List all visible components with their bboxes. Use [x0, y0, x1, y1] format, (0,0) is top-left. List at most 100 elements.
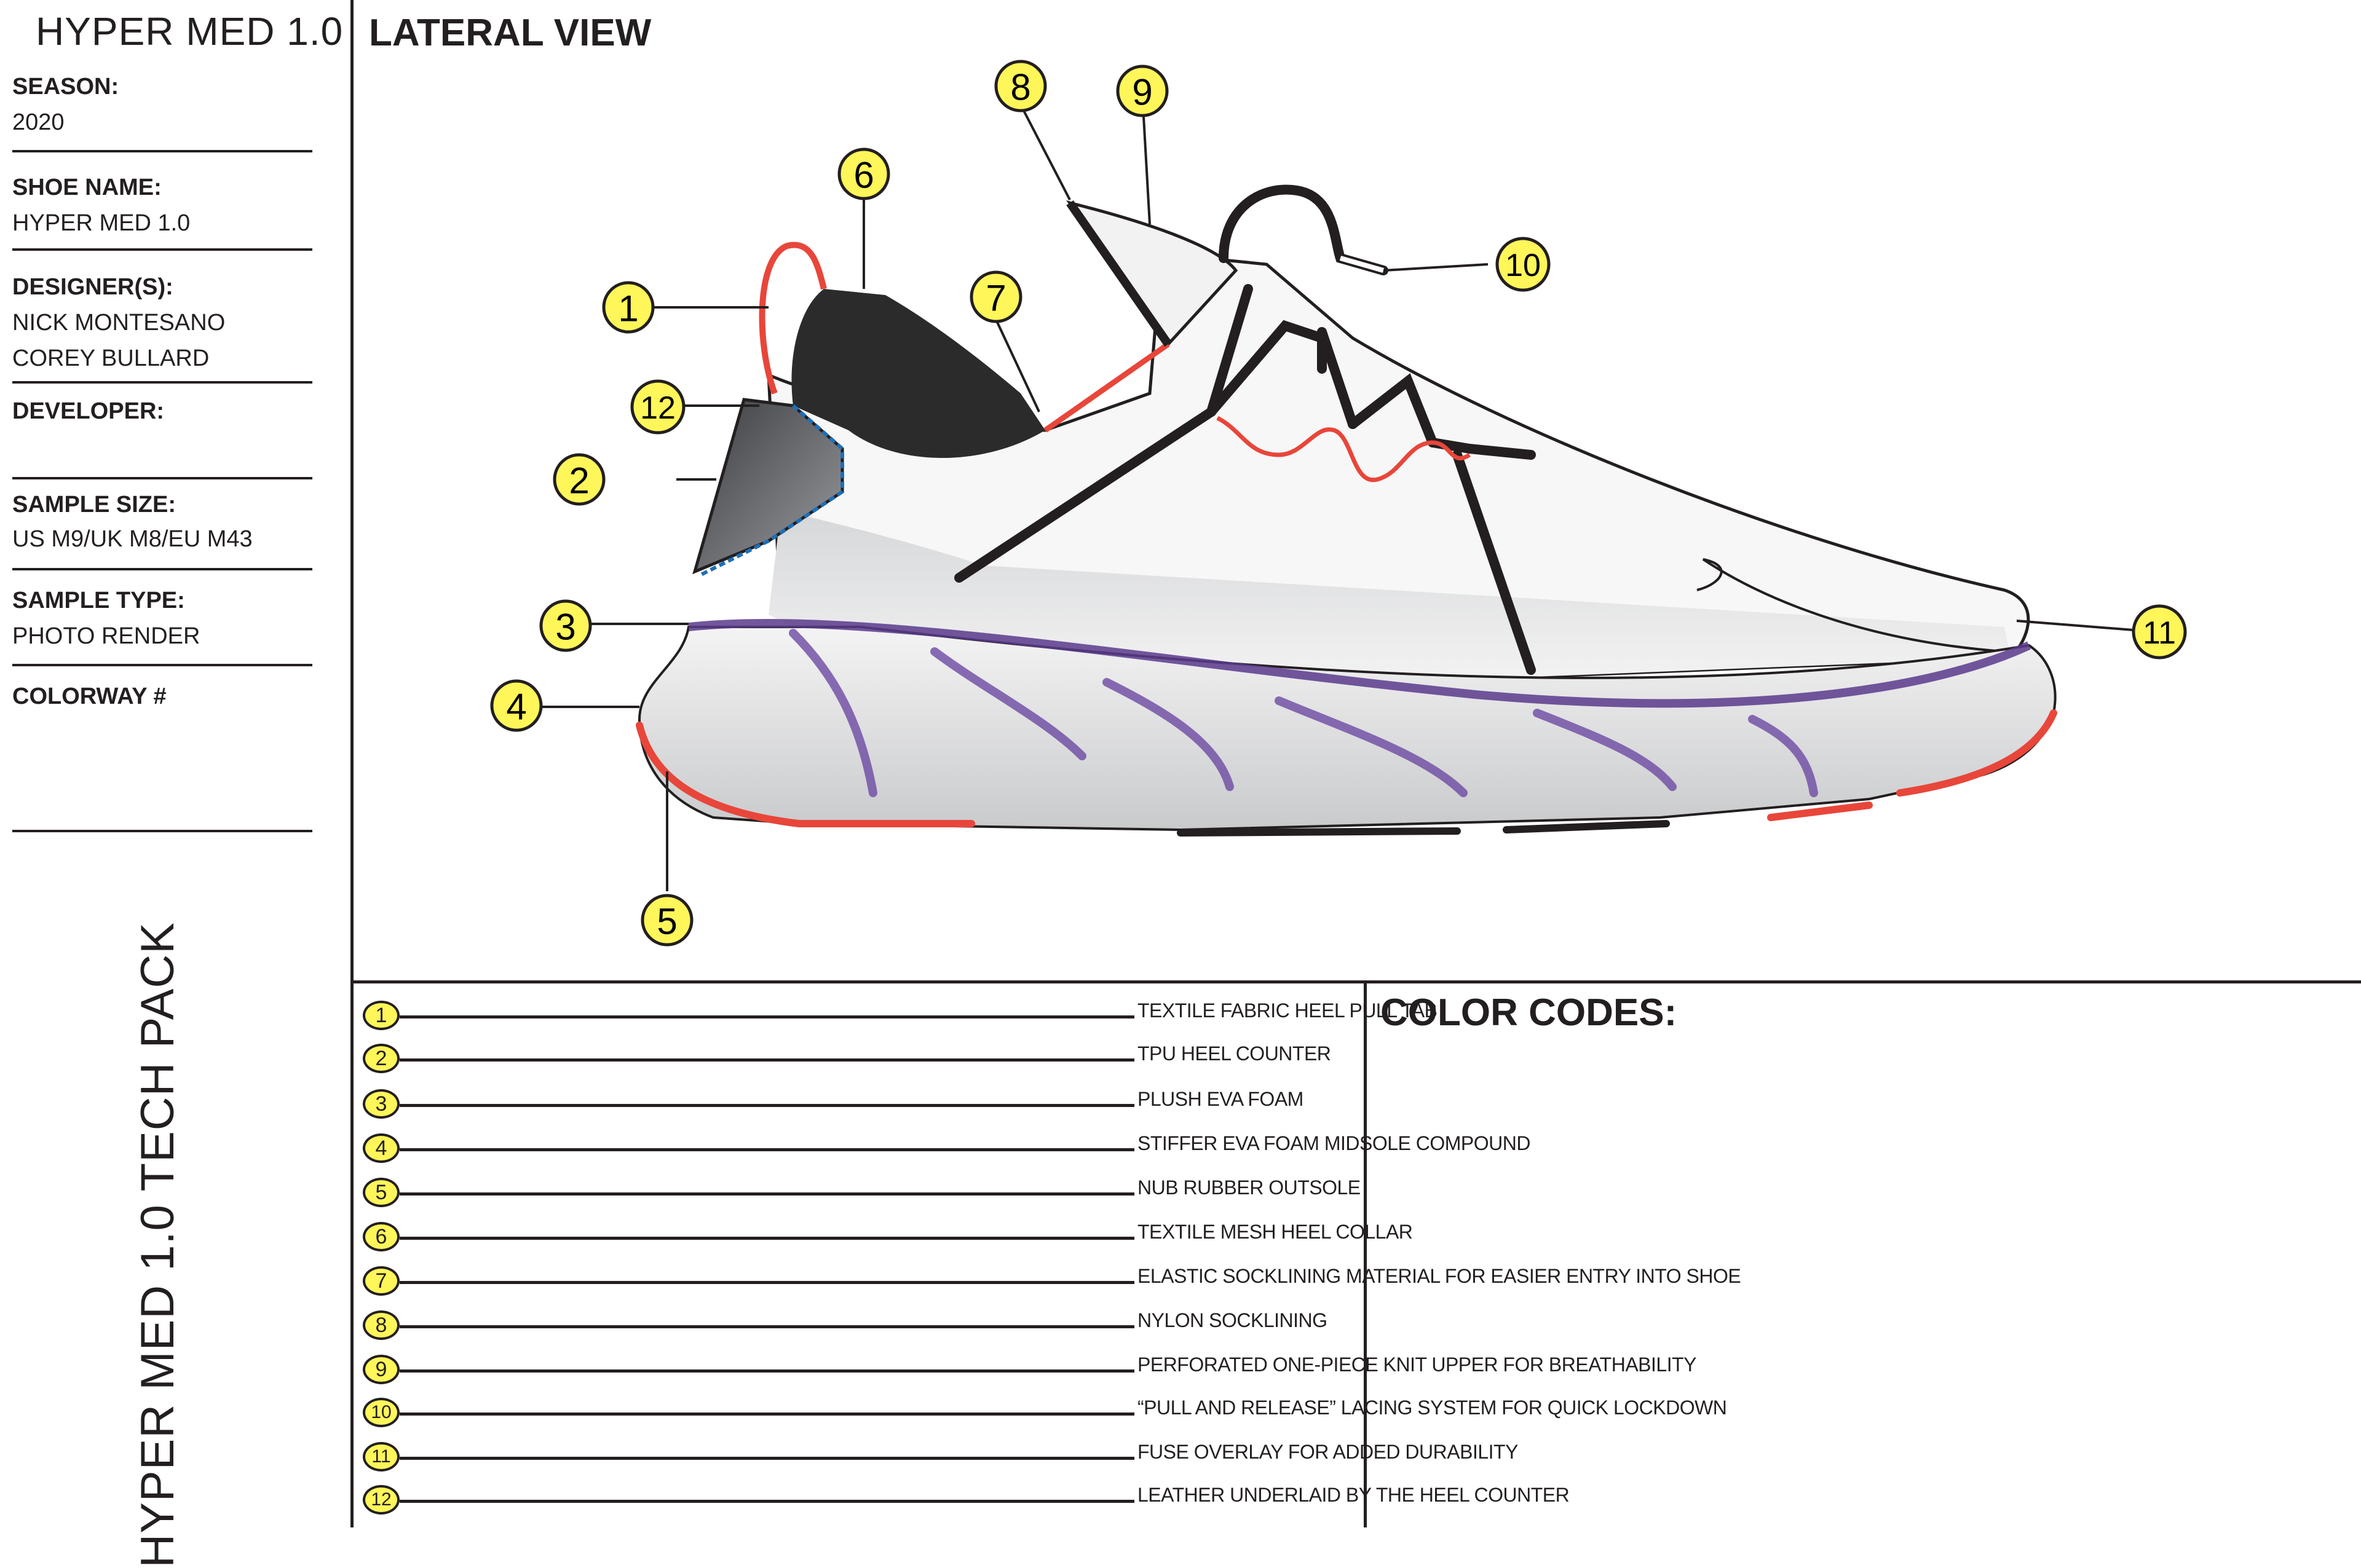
- legend-item: 9 PERFORATED ONE-PIECE KNIT UPPER FOR BR…: [363, 1351, 1696, 1394]
- legend-badge: 7: [363, 1266, 400, 1296]
- tech-pack-title: HYPER MED 1.0 TECH PACK: [132, 922, 184, 1568]
- legend-item: 8 NYLON SOCKLINING: [363, 1307, 1347, 1350]
- designers-label: DESIGNER(S):: [12, 274, 173, 300]
- callout-6: 6: [853, 155, 874, 196]
- legend-badge: 6: [363, 1222, 400, 1251]
- legend-leader: [400, 1015, 1134, 1018]
- legend-leader: [400, 1192, 1134, 1196]
- callout-11-badge: 11: [2132, 604, 2187, 660]
- legend-leader: [400, 1369, 1134, 1373]
- sidebar-divider: [350, 0, 354, 1527]
- field-rule: [12, 830, 312, 832]
- callout-3: 3: [555, 607, 575, 648]
- callout-10: 10: [1505, 248, 1541, 283]
- legend-badge: 5: [363, 1178, 400, 1207]
- legend-text: PLUSH EVA FOAM: [1137, 1088, 1303, 1110]
- legend-text: TPU HEEL COUNTER: [1137, 1042, 1331, 1065]
- legend-badge: 4: [363, 1133, 400, 1163]
- callout-12-badge: 12: [630, 379, 686, 435]
- season-label: SEASON:: [12, 74, 119, 100]
- legend-item: 6 TEXTILE MESH HEEL COLLAR: [363, 1218, 1413, 1261]
- legend-item: 10 “PULL AND RELEASE” LACING SYSTEM FOR …: [363, 1394, 1727, 1437]
- pull-tab: [759, 242, 827, 395]
- legend-leader: [400, 1104, 1134, 1107]
- legend-leader: [400, 1325, 1134, 1328]
- callout-2: 2: [569, 460, 589, 502]
- legend-item: 4 STIFFER EVA FOAM MIDSOLE COMPOUND: [363, 1130, 1530, 1173]
- tongue: [1066, 200, 1238, 347]
- legend-leader: [400, 1058, 1134, 1062]
- legend-item: 5 NUB RUBBER OUTSOLE: [363, 1174, 1361, 1217]
- season-value: 2020: [12, 109, 65, 135]
- callout-5: 5: [657, 901, 677, 942]
- legend-text: TEXTILE FABRIC HEEL PULL TAB: [1137, 999, 1438, 1022]
- sample-size-value: US M9/UK M8/EU M43: [12, 526, 253, 552]
- view-bottom-divider: [350, 980, 2361, 983]
- legend-item: 3 PLUSH EVA FOAM: [363, 1085, 1347, 1129]
- callout-3-badge: 3: [539, 599, 592, 652]
- field-rule: [12, 477, 312, 479]
- callout-11: 11: [2143, 615, 2176, 651]
- shoe-name-value: HYPER MED 1.0: [12, 210, 191, 236]
- field-rule: [12, 381, 312, 384]
- callout-7-badge: 7: [970, 270, 1022, 323]
- sample-size-label: SAMPLE SIZE:: [12, 492, 176, 518]
- legend-leader: [400, 1500, 1134, 1503]
- legend-badge: 11: [363, 1442, 400, 1471]
- legend-text: NYLON SOCKLINING: [1137, 1309, 1327, 1331]
- legend-badge: 9: [363, 1355, 400, 1384]
- outsole-heel: [636, 722, 975, 827]
- designer-2-value: COREY BULLARD: [12, 345, 210, 371]
- callout-1-badge: 1: [602, 281, 655, 334]
- legend-leader: [400, 1148, 1134, 1151]
- legend-text: TEXTILE MESH HEEL COLLAR: [1137, 1221, 1413, 1243]
- legend-badge: 1: [363, 1001, 400, 1030]
- legend-badge: 12: [363, 1485, 400, 1515]
- legend-leader: [400, 1412, 1134, 1416]
- legend-item: 2 TPU HEEL COUNTER: [363, 1040, 1347, 1083]
- callout-4-badge: 4: [490, 679, 543, 732]
- legend-text: ELASTIC SOCKLINING MATERIAL FOR EASIER E…: [1137, 1265, 1741, 1287]
- designer-1-value: NICK MONTESANO: [12, 310, 226, 336]
- callout-10-badge: 10: [1495, 237, 1551, 292]
- callout-5-badge: 5: [641, 894, 694, 947]
- legend-badge: 10: [363, 1398, 400, 1427]
- legend-item: 12 LEATHER UNDERLAID BY THE HEEL COUNTER: [363, 1481, 1570, 1524]
- callout-2-badge: 2: [553, 453, 606, 506]
- legend-badge: 2: [363, 1044, 400, 1073]
- callout-7: 7: [986, 278, 1006, 319]
- field-rule: [12, 568, 312, 570]
- sample-type-label: SAMPLE TYPE:: [12, 588, 185, 613]
- legend-leader: [400, 1281, 1134, 1284]
- view-title: LATERAL VIEW: [369, 12, 652, 54]
- legend-item: 11 FUSE OVERLAY FOR ADDED DURABILITY: [363, 1438, 1518, 1481]
- plush-foam: [688, 619, 2031, 708]
- legend-text: LEATHER UNDERLAID BY THE HEEL COUNTER: [1137, 1484, 1570, 1506]
- callout-9-badge: 9: [1116, 65, 1169, 117]
- pull-loop: [1219, 184, 1388, 275]
- field-rule: [12, 248, 312, 251]
- legend-divider: [1364, 980, 1367, 1527]
- laces: [1216, 416, 1471, 483]
- shoe-name-label: SHOE NAME:: [12, 175, 162, 200]
- callout-6-badge: 6: [837, 148, 890, 200]
- toe-overlay: [1696, 558, 2005, 653]
- color-codes-title: COLOR CODES:: [1380, 991, 1677, 1034]
- legend-leader: [400, 1457, 1134, 1460]
- heel-collar: [791, 289, 1045, 458]
- callout-12: 12: [640, 390, 676, 426]
- field-rule: [12, 150, 312, 152]
- developer-label: DEVELOPER:: [12, 398, 165, 424]
- sample-type-value: PHOTO RENDER: [12, 623, 200, 649]
- callout-9: 9: [1132, 72, 1152, 113]
- callout-8: 8: [1010, 67, 1030, 108]
- colorway-label: COLORWAY #: [12, 684, 167, 709]
- product-title: HYPER MED 1.0: [36, 9, 344, 53]
- legend-item: 1 TEXTILE FABRIC HEEL PULL TAB: [363, 997, 1438, 1040]
- legend-item: 7 ELASTIC SOCKLINING MATERIAL FOR EASIER…: [363, 1263, 1741, 1306]
- sockliner-edge: [1043, 342, 1170, 433]
- legend-text: FUSE OVERLAY FOR ADDED DURABILITY: [1137, 1441, 1518, 1463]
- callout-1: 1: [618, 288, 638, 329]
- callout-8-badge: 8: [994, 60, 1047, 112]
- outsole-mid: [1177, 827, 1461, 837]
